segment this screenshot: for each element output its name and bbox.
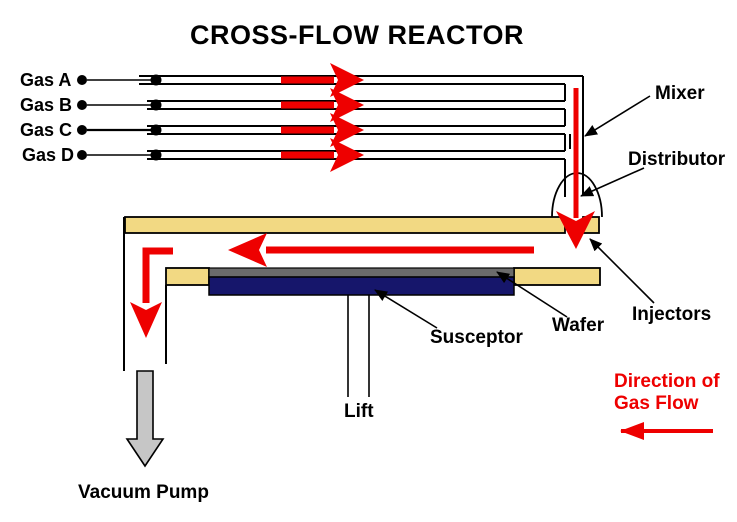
susceptor-label: Susceptor xyxy=(430,327,523,348)
gas-a-flow-arrow xyxy=(281,63,364,97)
mixer-leader-arrow xyxy=(584,95,651,137)
gas-c-flow-arrow xyxy=(281,113,364,147)
leader-arrows xyxy=(374,95,655,329)
wafer-leader-arrow xyxy=(496,271,568,318)
wafer-slab xyxy=(208,267,515,278)
gas-d-valves xyxy=(77,149,162,161)
vacuum-pump-arrow xyxy=(125,370,165,468)
lift-label: Lift xyxy=(344,401,374,422)
injectors-leader-arrow xyxy=(589,238,655,304)
gas-a-label: Gas A xyxy=(20,70,72,90)
chamber-ceiling-plate xyxy=(124,216,566,234)
exhaust-elbow-arrow xyxy=(130,247,173,338)
diagram-title: CROSS-FLOW REACTOR xyxy=(190,20,524,50)
gas-c-label: Gas C xyxy=(20,120,73,140)
susceptor-leader-arrow xyxy=(374,289,438,329)
gas-b-flow-arrow xyxy=(281,88,364,122)
vacuum-pump-label: Vacuum Pump xyxy=(78,482,209,503)
gas-d-label: Gas D xyxy=(22,145,75,165)
injectors-label: Injectors xyxy=(632,304,712,325)
distributor-leader-arrow xyxy=(580,167,645,197)
gas-flow-arrows xyxy=(281,63,364,172)
direction-of-gas-flow-line1: Direction of xyxy=(614,371,720,392)
lift-pins xyxy=(347,295,370,397)
left-shelf-plate xyxy=(165,267,210,286)
gas-valve-dots xyxy=(77,74,162,161)
chamber-walls xyxy=(123,217,167,371)
susceptor-slab xyxy=(208,276,515,296)
gas-b-valves xyxy=(77,99,162,111)
crossflow-arrow xyxy=(228,233,534,267)
mixer-label: Mixer xyxy=(655,83,705,104)
direction-of-gas-flow-line2: Gas Flow xyxy=(614,393,699,414)
gas-a-valves xyxy=(77,74,162,86)
mixer-flow-arrow xyxy=(556,88,595,249)
distributor-label: Distributor xyxy=(628,149,726,170)
gas-pipes xyxy=(139,75,584,197)
gas-b-label: Gas B xyxy=(20,95,73,115)
wafer-label: Wafer xyxy=(552,315,605,336)
gas-c-valves xyxy=(77,124,162,136)
gas-d-flow-arrow xyxy=(281,138,364,172)
right-shelf-plate xyxy=(513,267,601,286)
